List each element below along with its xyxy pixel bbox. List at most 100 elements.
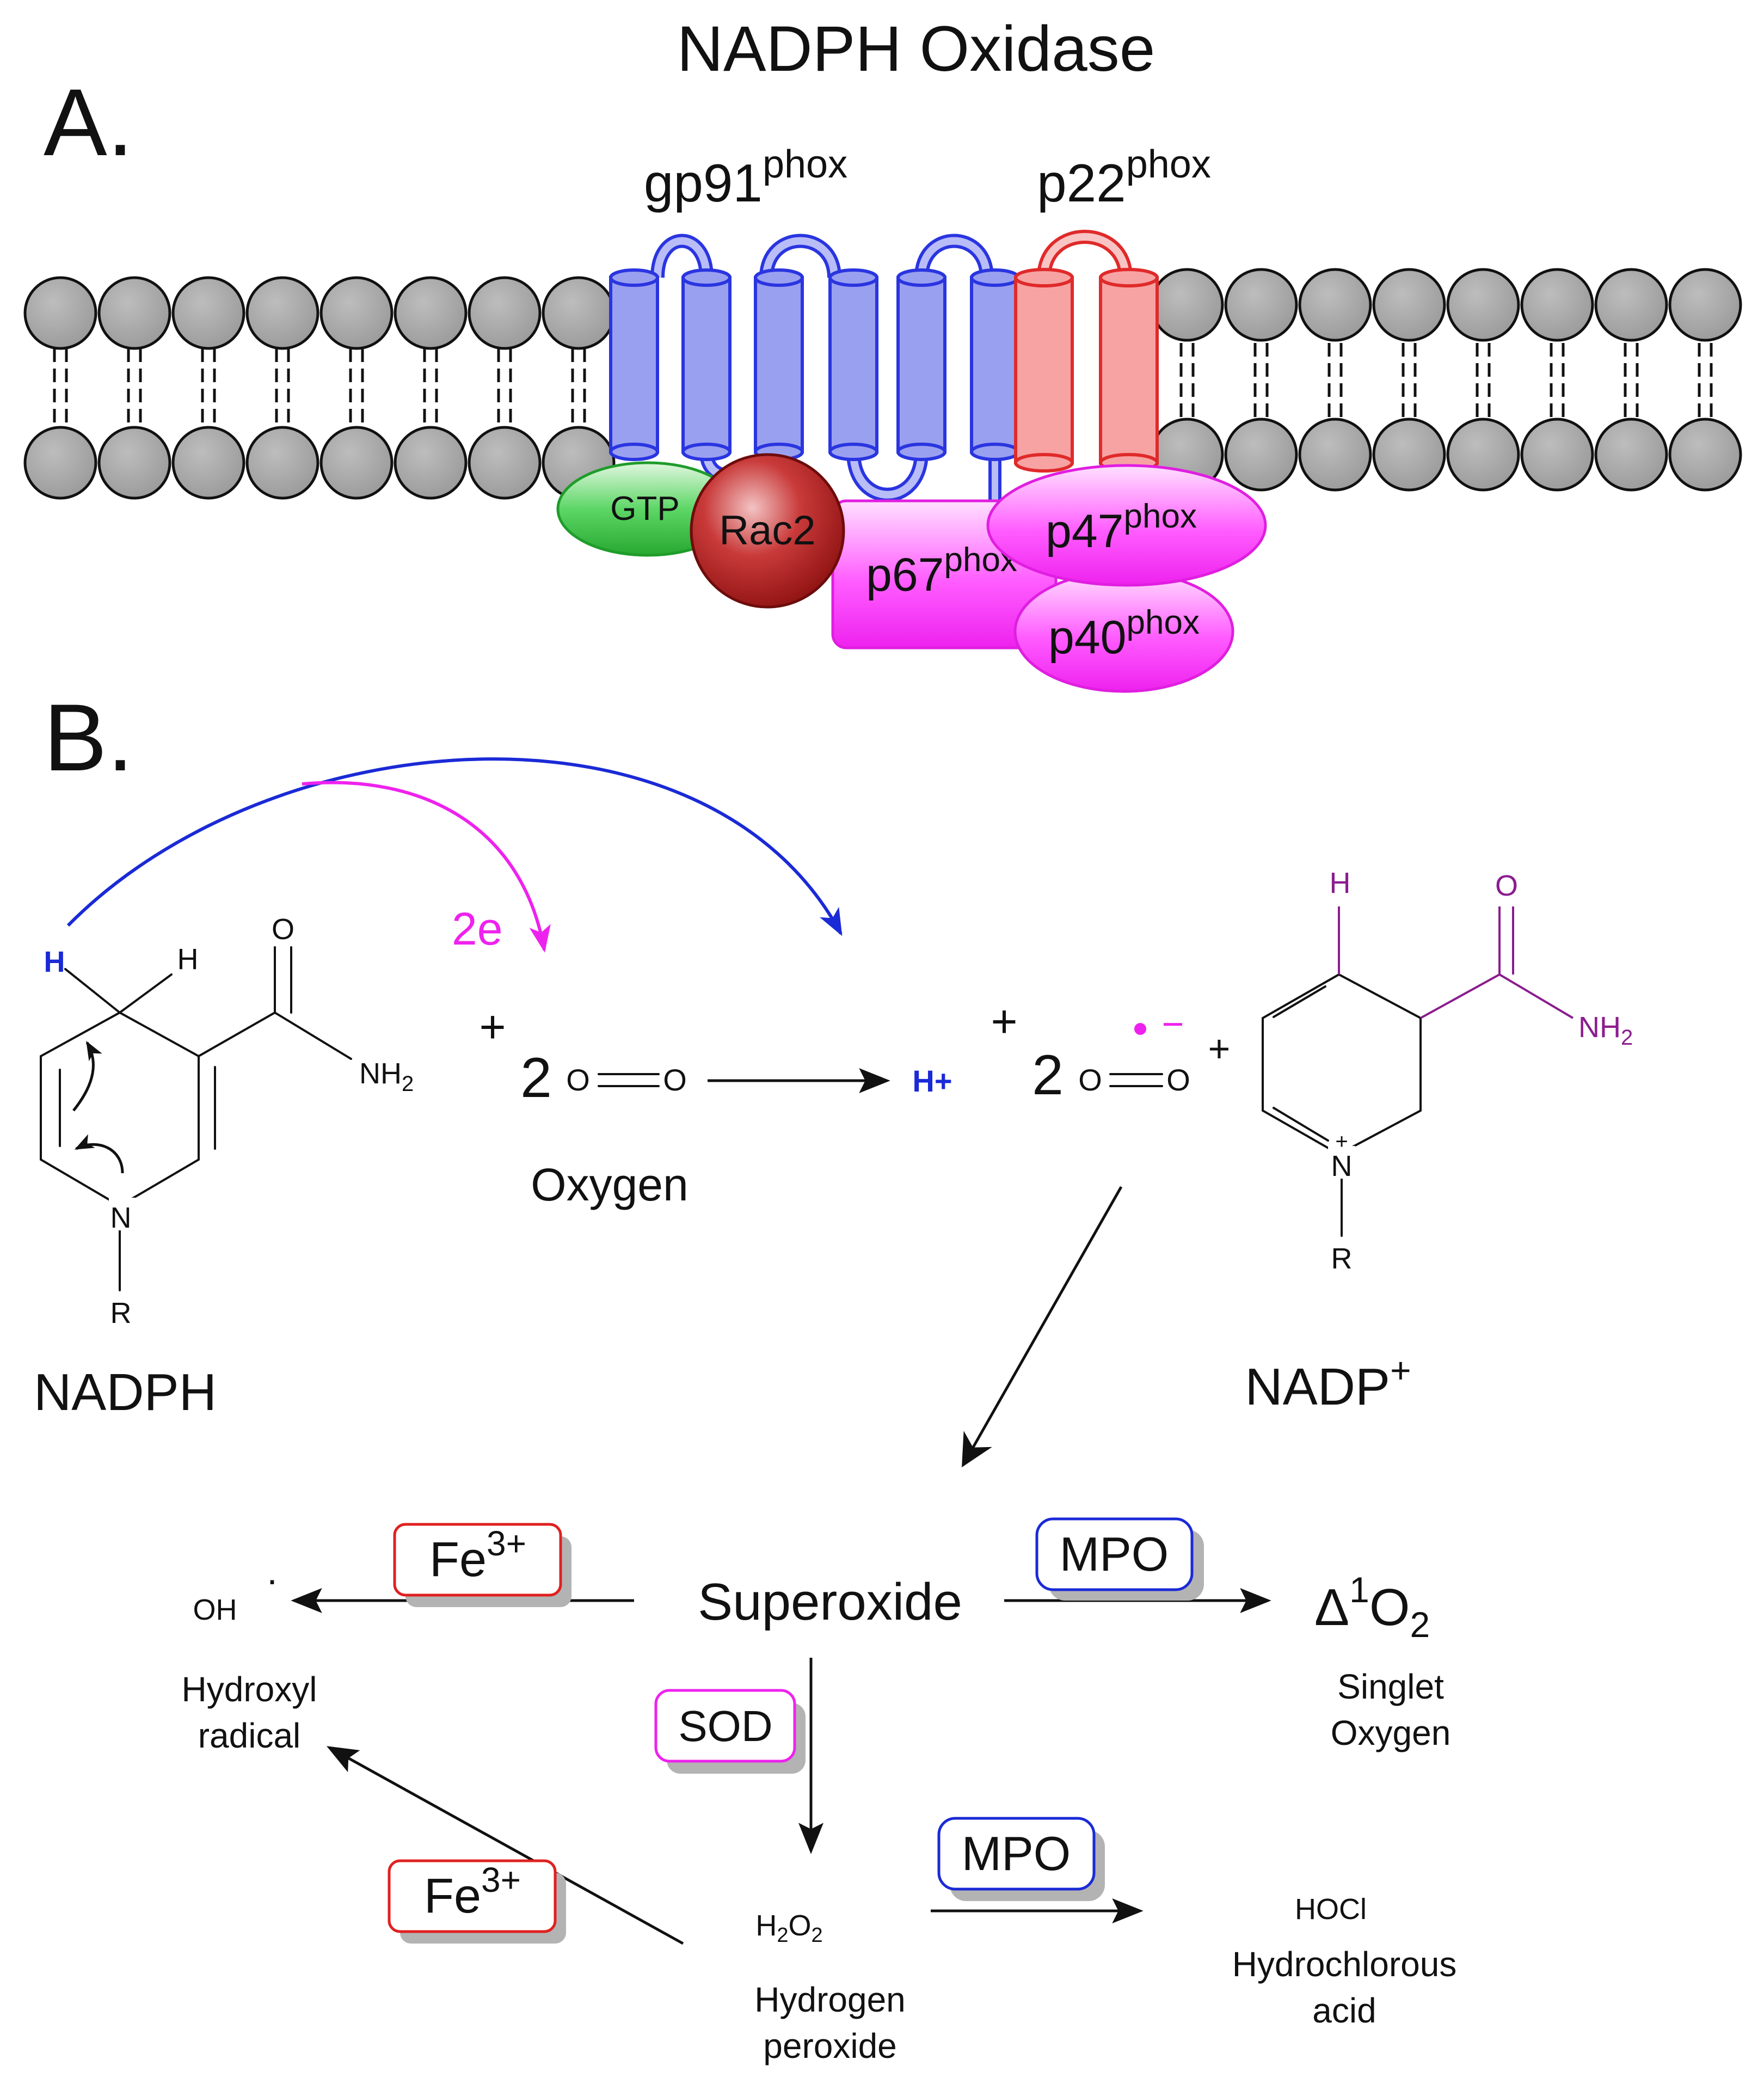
gp91-base: gp91	[644, 153, 763, 213]
plus-sign-3: +	[1208, 1027, 1231, 1070]
mpo-top-badge	[1035, 1517, 1194, 1591]
singlet-delta: Δ	[1314, 1578, 1349, 1636]
nadp-name-base: NADP	[1245, 1358, 1390, 1416]
hydroxyl-name-line2: radical	[198, 1716, 301, 1755]
hydroxyl-formula: OH	[193, 1593, 237, 1626]
hocl-name-line2: acid	[1312, 1991, 1376, 2030]
plus-sign-2: +	[991, 996, 1017, 1047]
to-superoxide-arrow	[962, 1186, 1123, 1468]
p47-sup: phox	[1124, 498, 1197, 535]
nadp-nh2-sub: 2	[1621, 1026, 1633, 1050]
p40-base: p40	[1048, 611, 1127, 664]
figure-title: NADPH Oxidase	[677, 13, 1155, 85]
superoxide-atom-2: O	[1166, 1063, 1190, 1097]
nadph-h: H	[177, 943, 199, 976]
hydroxyl-name-line1: Hydroxyl	[182, 1670, 317, 1709]
nadp-o: O	[1495, 869, 1518, 902]
hocl-formula: HOCl	[1295, 1893, 1367, 1926]
p67-base: p67	[866, 549, 944, 601]
mpo-top-label: MPO	[1060, 1527, 1169, 1581]
singlet-sub: 2	[1410, 1604, 1430, 1645]
fe3-top-sup: 3+	[487, 1524, 526, 1563]
panel-a-label: A.	[44, 70, 133, 176]
oxygen-coefficient: 2	[520, 1046, 552, 1110]
p47-ellipse	[986, 464, 1267, 587]
superoxide-label: Superoxide	[698, 1573, 962, 1631]
nadph-name: NADPH	[34, 1363, 217, 1421]
mpo-bottom-badge	[937, 1817, 1096, 1891]
nadph-n: N	[110, 1202, 132, 1234]
fe3-bottom-sup: 3+	[481, 1860, 521, 1899]
radical-dot	[1134, 1023, 1146, 1035]
nadp-n: N	[1331, 1150, 1353, 1182]
nadph-structure	[40, 946, 352, 1291]
p22-label: p22phox	[1037, 143, 1211, 213]
nadp-n-charge: +	[1335, 1130, 1348, 1154]
p22-transmembrane-helices	[1014, 230, 1159, 473]
p22-sup: phox	[1126, 143, 1211, 186]
sod-badge	[654, 1689, 796, 1763]
p22-base: p22	[1037, 153, 1126, 213]
h2o2-h: H	[755, 1909, 777, 1942]
oxygen-atom-2: O	[663, 1063, 687, 1097]
p40-sup: phox	[1127, 604, 1200, 641]
oxygen-atom-1: O	[566, 1063, 590, 1097]
h2o2-o: O	[788, 1909, 811, 1942]
nadph-nh2: NH2	[359, 1057, 414, 1096]
h2o2-formula: H2O2	[755, 1909, 822, 1947]
nadp-name-sup: +	[1390, 1350, 1411, 1390]
electron-transfer-arrow	[302, 781, 551, 953]
superoxide-charge: −	[1162, 1003, 1184, 1045]
mpo-bottom-label: MPO	[962, 1826, 1071, 1880]
panel-b-label: B.	[44, 685, 133, 791]
fe3-top-badge	[393, 1523, 562, 1597]
nadp-name: NADP+	[1245, 1350, 1411, 1416]
nadp-h: H	[1330, 867, 1351, 899]
rac2-label: Rac2	[719, 507, 815, 554]
nadp-nh2-base: NH	[1578, 1011, 1621, 1044]
p67-label: p67phox	[866, 541, 1017, 601]
hydride-transfer-arrow	[66, 757, 843, 936]
nadp-r: R	[1331, 1242, 1353, 1275]
singlet-sup: 1	[1349, 1570, 1369, 1610]
gp91-transmembrane-helices	[609, 234, 1020, 506]
singlet-o: O	[1369, 1578, 1410, 1636]
fe3-bottom-base: Fe	[424, 1869, 481, 1923]
oxygen-name: Oxygen	[531, 1159, 689, 1210]
nadph-nh2-base: NH	[359, 1057, 402, 1090]
gp91-label: gp91phox	[644, 143, 847, 213]
fe3-bottom-badge	[388, 1859, 557, 1933]
lipid-bilayer-left	[23, 276, 616, 500]
nadph-nh2-sub: 2	[402, 1072, 414, 1096]
h2o2-name-line1: Hydrogen	[754, 1980, 906, 2019]
fe3-top-base: Fe	[429, 1533, 487, 1587]
singlet-name-line2: Oxygen	[1331, 1713, 1451, 1752]
nadph-r: R	[110, 1297, 132, 1329]
fe3-top-label: Fe3+	[429, 1524, 526, 1587]
singlet-formula: Δ1O2	[1314, 1570, 1430, 1645]
nadp-nh2: NH2	[1578, 1011, 1633, 1050]
h2o2-sub1: 2	[777, 1924, 788, 1947]
h2o2-name-line2: peroxide	[763, 2026, 897, 2065]
lipid-bilayer-right	[1150, 268, 1742, 492]
proton: H+	[912, 1064, 952, 1098]
gp91-sup: phox	[763, 143, 847, 186]
nadph-o: O	[272, 913, 294, 946]
sod-label: SOD	[678, 1702, 772, 1750]
nadp-structure	[1262, 906, 1574, 1237]
fe3-bottom-label: Fe3+	[424, 1860, 521, 1923]
superoxide-atom-1: O	[1078, 1063, 1102, 1097]
p40-label: p40phox	[1048, 604, 1200, 664]
plus-sign-1: +	[479, 1001, 506, 1052]
singlet-name-line1: Singlet	[1337, 1667, 1444, 1706]
superoxide-coefficient: 2	[1032, 1044, 1064, 1107]
p47-base: p47	[1046, 505, 1124, 557]
rac2-sphere	[690, 453, 845, 609]
p47-label: p47phox	[1046, 498, 1197, 557]
hydroxyl-dot: ·	[266, 1558, 278, 1601]
gtp-label: GTP	[610, 490, 679, 528]
nadph-h-transferred: H	[44, 946, 65, 978]
hocl-name-line1: Hydrochlorous	[1232, 1945, 1457, 1984]
two-electrons-label: 2e	[452, 903, 502, 954]
